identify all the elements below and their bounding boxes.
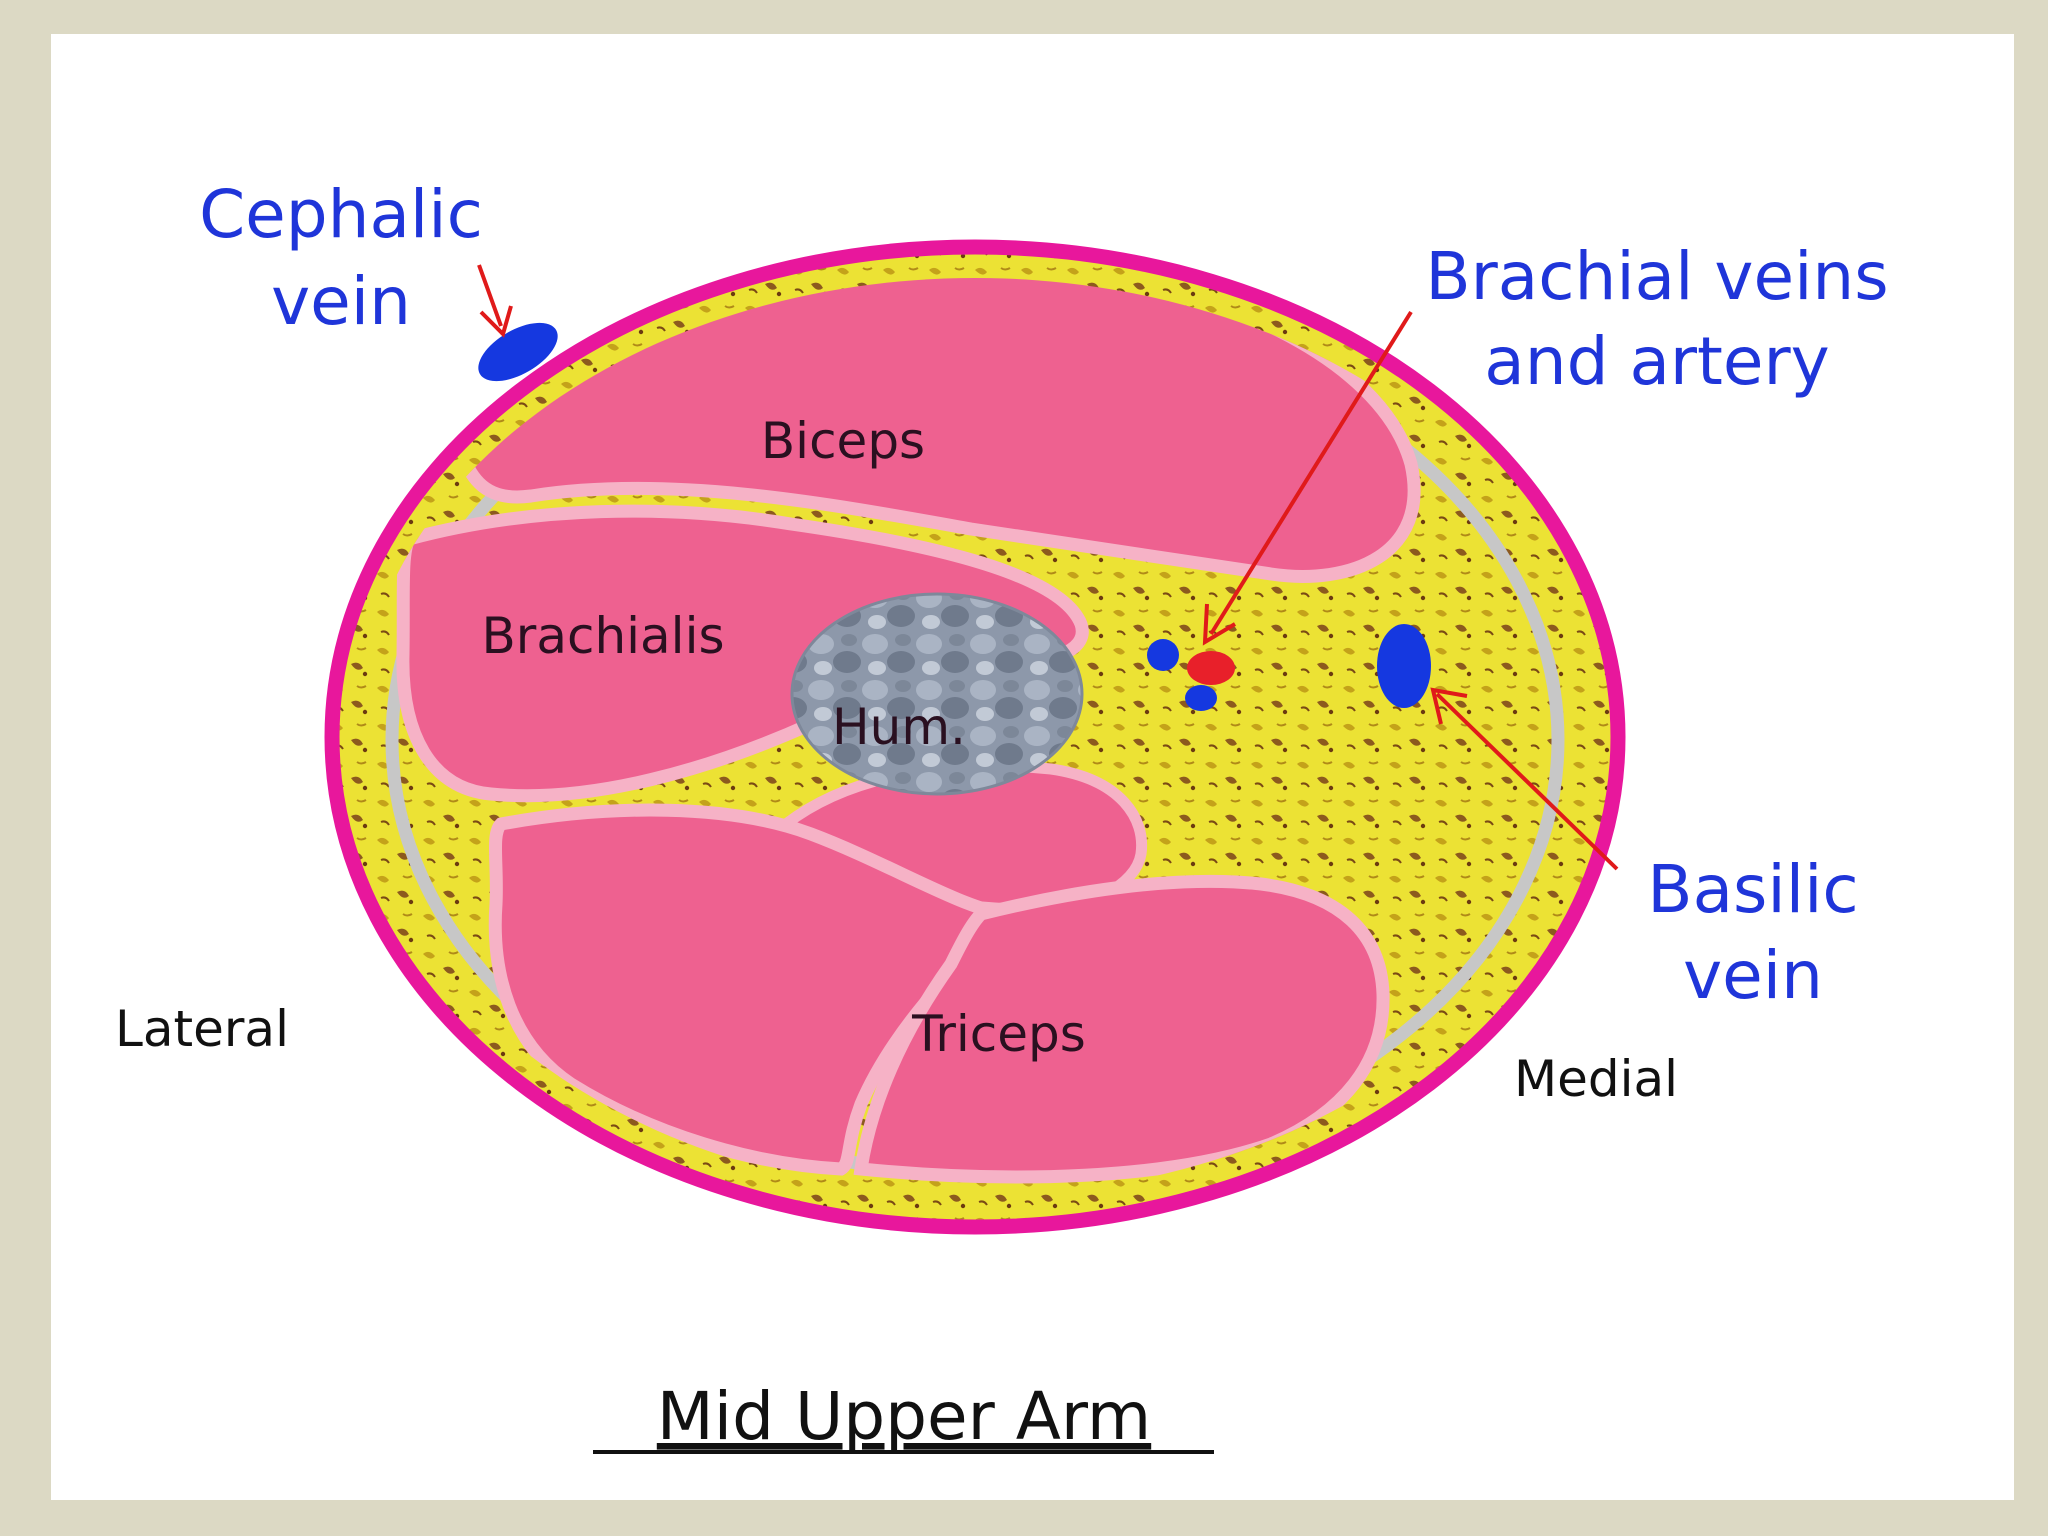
brachial-arrow-head — [1202, 603, 1237, 646]
cephalic-vein-label-line2: vein — [271, 263, 411, 340]
humerus-bone — [790, 592, 1084, 796]
cephalic-arrow — [477, 264, 503, 327]
brachial-artery — [1187, 651, 1235, 685]
slide: Cephalic vein Brachial veins and artery … — [51, 34, 2014, 1500]
arm-cross-section-diagram: Cephalic vein Brachial veins and artery … — [115, 176, 1889, 1455]
humerus-label: Hum. — [832, 698, 966, 756]
brachial-label-line2: and artery — [1484, 323, 1829, 400]
triceps-lateral-head — [488, 803, 1028, 1176]
basilic-arrow-head — [1430, 687, 1468, 725]
basilic-vein-label-line2: vein — [1683, 937, 1823, 1014]
lateral-label: Lateral — [115, 1000, 289, 1058]
basilic-vein-label-line1: Basilic — [1647, 851, 1858, 928]
medial-label: Medial — [1514, 1050, 1678, 1108]
brachial-arrow — [1209, 310, 1413, 636]
cephalic-vein — [478, 322, 558, 382]
pointer-arrows — [477, 264, 1619, 871]
biceps-muscle — [446, 278, 1421, 583]
basilic-vein — [1377, 624, 1431, 708]
triceps-label: Triceps — [911, 1005, 1086, 1063]
brachialis-label: Brachialis — [481, 607, 724, 665]
cephalic-arrow-head — [479, 305, 513, 338]
brachial-vein — [1185, 685, 1217, 711]
basilic-arrow — [1435, 692, 1619, 871]
brachial-vein — [1147, 639, 1179, 671]
diagram-title: Mid Upper Arm — [657, 1378, 1151, 1455]
biceps-label: Biceps — [761, 412, 925, 470]
cephalic-vein-label-line1: Cephalic — [199, 176, 483, 253]
brachial-label-line1: Brachial veins — [1425, 238, 1888, 315]
